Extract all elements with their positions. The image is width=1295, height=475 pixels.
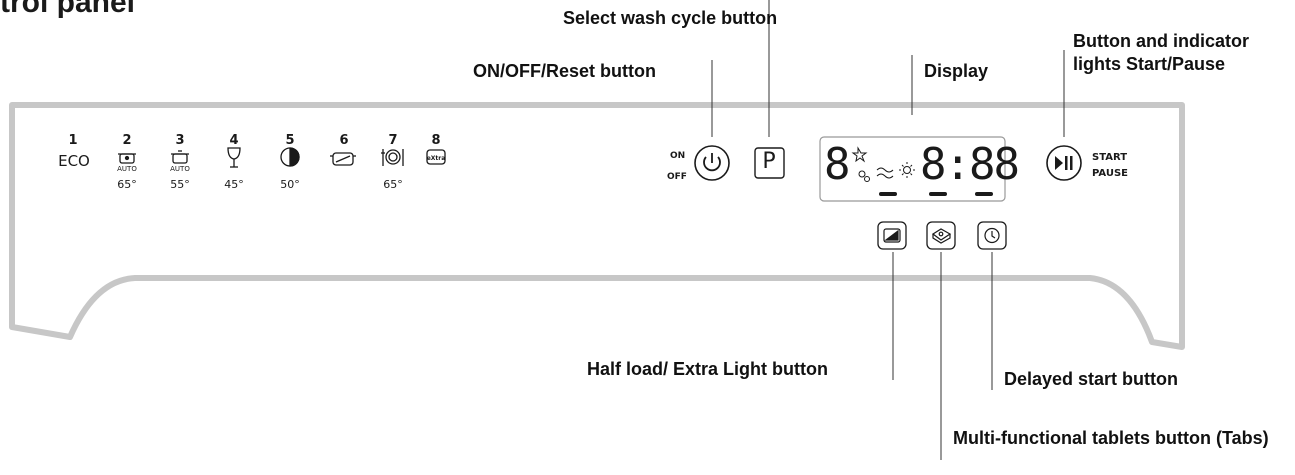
callout-half-load: Half load/ Extra Light button (587, 359, 828, 379)
program-number: 1 (68, 133, 78, 148)
pot-icon (330, 152, 356, 166)
auto-pot-icon (118, 153, 136, 164)
callout-start-pause: Button and indicator lights Start/Pause (1073, 31, 1249, 74)
on-label: ON (670, 151, 686, 161)
rinse-aid-icon (851, 146, 868, 163)
program-number: 5 (285, 133, 295, 148)
callout-on-off-reset: ON/OFF/Reset button (473, 61, 656, 81)
program-button[interactable] (754, 147, 785, 179)
salt-icon (858, 170, 866, 178)
half-load-icon (883, 228, 901, 243)
tablet-button[interactable] (926, 221, 956, 250)
start-pause-button[interactable] (1046, 145, 1082, 181)
play-pause-icon (1055, 156, 1073, 170)
auto-pot-icon (171, 150, 189, 164)
off-label: OFF (667, 172, 687, 182)
program-number: 4 (229, 133, 239, 148)
dry-icon (903, 166, 911, 174)
program-temperature: 55° (170, 178, 190, 191)
program-temperature: 65° (117, 178, 137, 191)
wash-icon (876, 167, 894, 179)
program-number: 6 (339, 133, 349, 148)
power-button[interactable] (694, 145, 730, 181)
leader-lines (711, 0, 1065, 460)
program-number: 3 (175, 133, 185, 148)
program-temperature: 65° (383, 178, 403, 191)
display-time: 8:88 (920, 139, 1020, 190)
display-panel (819, 136, 1006, 202)
display-program-digit: 8 (824, 139, 851, 190)
half-load-button[interactable] (877, 221, 907, 250)
start-label: START (1092, 152, 1128, 163)
delayed-start-button[interactable] (977, 221, 1007, 250)
program-number: 2 (122, 133, 132, 148)
program-number: 7 (388, 133, 398, 148)
program-label-eco: ECO (58, 152, 90, 170)
half-circle-icon (280, 147, 300, 167)
program-number: 8 (431, 133, 441, 148)
pause-label: PAUSE (1092, 168, 1128, 179)
callout-delayed-start: Delayed start button (1004, 369, 1179, 389)
wine-glass-icon (227, 147, 241, 168)
auto-label: AUTO (170, 165, 190, 173)
auto-label: AUTO (117, 165, 137, 173)
panel-outline (9, 102, 1185, 350)
page-heading: trol panel (0, 0, 136, 19)
clock-icon (984, 227, 1000, 244)
program-temperature: 50° (280, 178, 300, 191)
tablet-icon (931, 228, 952, 244)
power-icon (703, 156, 721, 172)
plate-cutlery-icon (381, 149, 404, 166)
callout-tabs: Multi-functional tablets button (Tabs) (953, 428, 1269, 448)
program-temperature: 45° (224, 178, 244, 191)
callout-select-wash-cycle: Select wash cycle button (563, 8, 778, 28)
svg-text:eXtra: eXtra (427, 155, 446, 162)
program-button-letter: P (762, 149, 776, 174)
callout-display: Display (924, 61, 989, 81)
extra-icon: eXtra (426, 149, 446, 165)
